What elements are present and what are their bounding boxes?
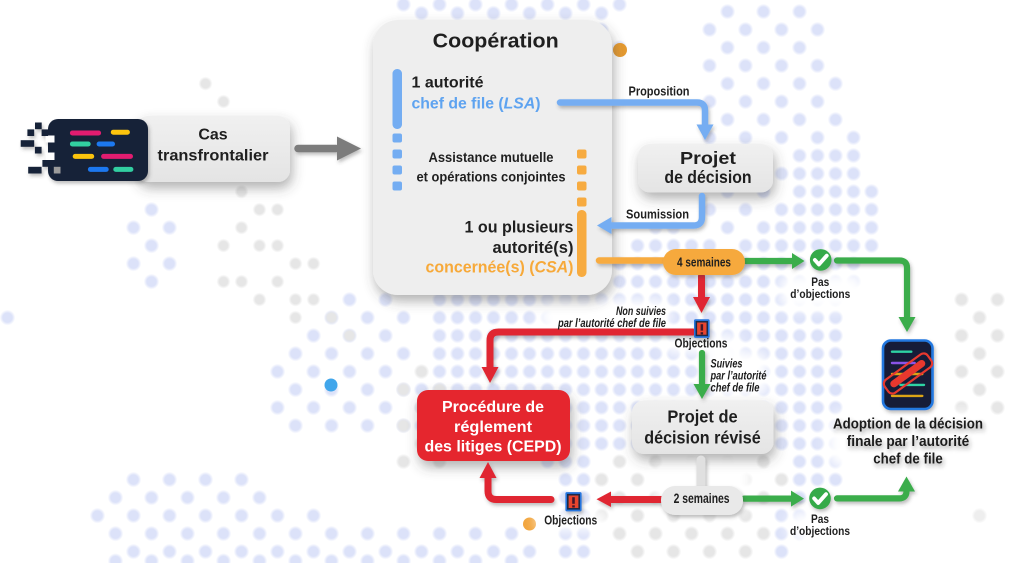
svg-text:par l’autorité: par l’autorité xyxy=(710,371,767,383)
svg-text:Pas: Pas xyxy=(811,512,829,526)
svg-text:Projet: Projet xyxy=(680,148,736,168)
svg-text:finale par l’autorité: finale par l’autorité xyxy=(847,433,970,450)
svg-text:par l’autorité chef de file: par l’autorité chef de file xyxy=(557,318,666,330)
svg-text:Cas: Cas xyxy=(198,127,227,144)
svg-text:Projet de: Projet de xyxy=(667,407,738,427)
svg-text:Objections: Objections xyxy=(544,514,597,528)
svg-text:Coopération: Coopération xyxy=(433,30,559,53)
svg-text:Soumission: Soumission xyxy=(626,208,689,222)
svg-text:d’objections: d’objections xyxy=(790,287,850,301)
svg-text:transfrontalier: transfrontalier xyxy=(158,148,269,165)
svg-text:de décision: de décision xyxy=(664,167,751,187)
svg-text:Suivies: Suivies xyxy=(711,358,743,370)
svg-text:réglement: réglement xyxy=(454,419,533,436)
svg-text:d’objections: d’objections xyxy=(790,524,850,538)
svg-text:décision révisé: décision révisé xyxy=(644,428,761,448)
svg-text:Procédure de: Procédure de xyxy=(442,399,544,416)
svg-text:Assistance mutuelle: Assistance mutuelle xyxy=(429,150,554,165)
svg-text:et opérations conjointes: et opérations conjointes xyxy=(417,169,566,184)
svg-text:1 ou plusieurs: 1 ou plusieurs xyxy=(465,218,574,237)
svg-text:1 autorité: 1 autorité xyxy=(412,75,484,92)
svg-text:des litiges (CEPD): des litiges (CEPD) xyxy=(425,439,562,456)
svg-text:4 semaines: 4 semaines xyxy=(677,254,731,269)
svg-text:Objections: Objections xyxy=(675,337,728,351)
svg-text:Pas: Pas xyxy=(811,275,829,289)
svg-text:chef de file (LSA): chef de file (LSA) xyxy=(412,96,541,113)
svg-text:concernée(s) (CSA): concernée(s) (CSA) xyxy=(426,257,574,276)
svg-text:Proposition: Proposition xyxy=(629,85,690,99)
svg-text:chef de file: chef de file xyxy=(873,451,943,468)
svg-text:Non suivies: Non suivies xyxy=(616,306,666,318)
svg-text:Adoption de la décision: Adoption de la décision xyxy=(833,416,983,433)
svg-text:autorité(s): autorité(s) xyxy=(493,238,574,257)
svg-text:2 semaines: 2 semaines xyxy=(674,491,730,506)
svg-text:chef de file: chef de file xyxy=(711,383,760,395)
